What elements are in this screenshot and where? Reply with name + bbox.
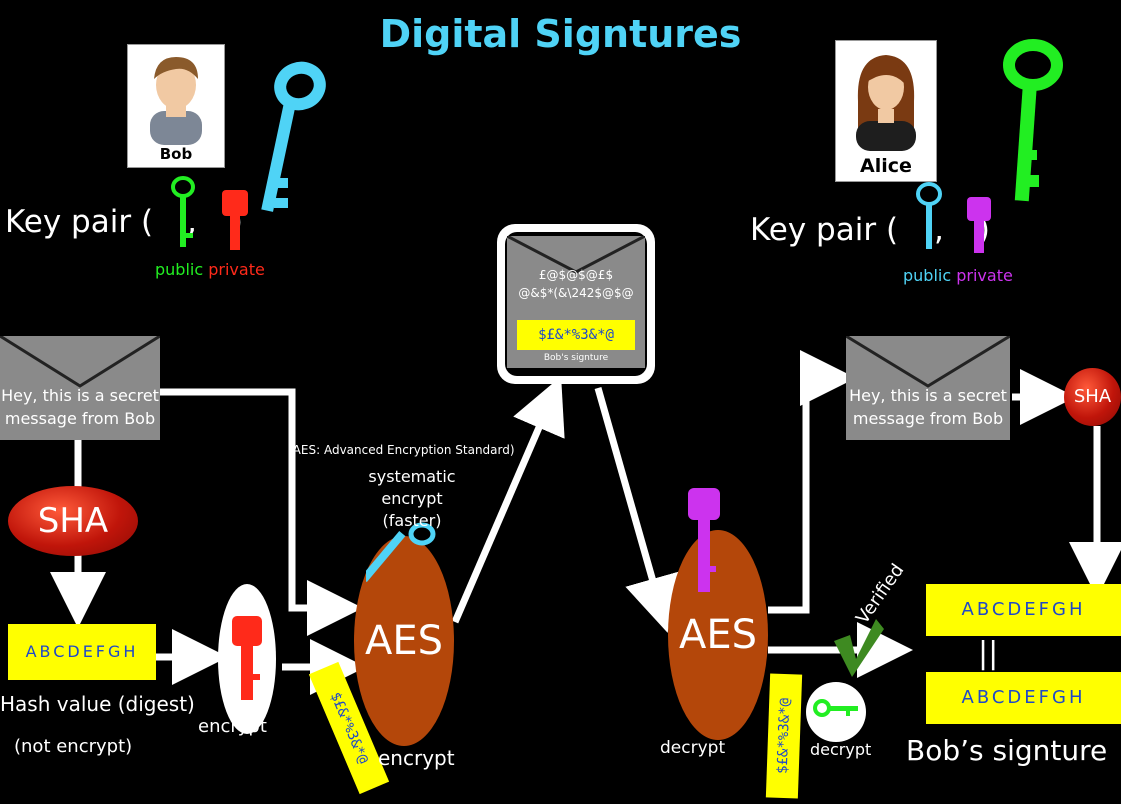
encrypt-caption-left: encrypt: [198, 716, 267, 737]
equals-sign: ||: [978, 636, 999, 671]
signed-envelope-body: £@$@$@£$ @&$*(&\242$@$@ $£&*%3&*@ Bob's …: [507, 236, 645, 368]
decrypt-caption-aes: decrypt: [660, 738, 726, 758]
alice-keypair-label: Key pair (,): [750, 212, 990, 248]
aes-note: (AES: Advanced Encryption Standard): [288, 443, 515, 457]
message-text-left: Hey, this is a secret message from Bob: [1, 386, 159, 428]
signed-message-envelope: £@$@$@£$ @&$*(&\242$@$@ $£&*%3&*@ Bob's …: [497, 224, 655, 384]
envelope-flap-icon: [507, 236, 645, 274]
arrow-aes-to-envelope: [451, 376, 565, 624]
alice-avatar-card: Alice: [835, 40, 937, 182]
sha-hash-function-right: SHA: [1064, 368, 1121, 426]
bob-avatar-icon: [150, 57, 202, 145]
bob-public-key-large-icon: [261, 61, 326, 212]
hash-caption: Hash value (digest): [0, 692, 195, 716]
arrow-message-to-aes: [160, 388, 363, 636]
alice-public-key-large-icon: [1003, 39, 1063, 202]
not-encrypt-caption: (not encrypt): [14, 736, 133, 757]
cipher-tag-right: $£&*%3&*@: [765, 673, 803, 799]
signed-envelope-frame: £@$@$@£$ @&$*(&\242$@$@ $£&*%3&*@ Bob's …: [505, 232, 647, 376]
alice-private-key-icon: [967, 197, 991, 253]
message-envelope-right: Hey, this is a secret message from Bob: [846, 336, 1010, 440]
envelope-flap-icon: [0, 336, 160, 388]
verified-check-icon: [834, 619, 884, 677]
bob-key-legend: public private: [155, 260, 265, 279]
bobs-signature-label: Bob’s signture: [906, 734, 1108, 767]
alice-avatar-icon: [856, 55, 916, 151]
private-key-icon: [232, 616, 262, 700]
hash-value-decrypted: ABCDEFGH: [926, 584, 1121, 636]
cipher-text: £@$@$@£$ @&$*(&\242$@$@: [518, 268, 634, 300]
alice-private-key-decrypt-icon: [688, 488, 720, 592]
envelope-flap-icon: [846, 336, 1010, 388]
bob-name: Bob: [159, 145, 193, 163]
bob-avatar-card: Bob: [127, 44, 225, 168]
message-envelope-left: Hey, this is a secret message from Bob: [0, 336, 160, 440]
arrow-envelope-to-aes: [594, 387, 680, 633]
systematic-encrypt-text: systematic encrypt (faster): [368, 467, 456, 530]
alice-name: Alice: [860, 155, 912, 177]
encrypt-caption-aes: encrypt: [378, 746, 455, 770]
cipher-signature-box: $£&*%3&*@: [517, 320, 635, 350]
decrypt-caption-right: decrypt: [810, 740, 872, 759]
page-title: Digital Signtures: [379, 12, 742, 56]
bobs-signature-small-label: Bob's signture: [543, 353, 609, 363]
alice-public-key-decrypt-icon: [813, 699, 858, 717]
encrypt-private-key-oval: [218, 584, 276, 734]
bob-public-key-icon: [171, 176, 195, 247]
alice-key-legend: public private: [903, 266, 1013, 285]
bob-keypair-label: Key pair (,): [5, 204, 243, 240]
alice-public-key-icon: [916, 182, 942, 249]
arrow-aes-to-message: [768, 350, 856, 614]
sha-hash-function-left: SHA: [8, 486, 138, 556]
decrypt-public-key-circle: [806, 682, 866, 742]
bob-public-key-small-icon: [366, 522, 436, 583]
hash-value-computed: ABCDEFGH: [926, 672, 1121, 724]
hash-value-left: ABCDEFGH: [8, 624, 156, 680]
message-text-right: Hey, this is a secret message from Bob: [849, 386, 1007, 428]
aes-decrypt: AES: [668, 530, 768, 740]
bob-private-key-icon: [222, 190, 248, 250]
